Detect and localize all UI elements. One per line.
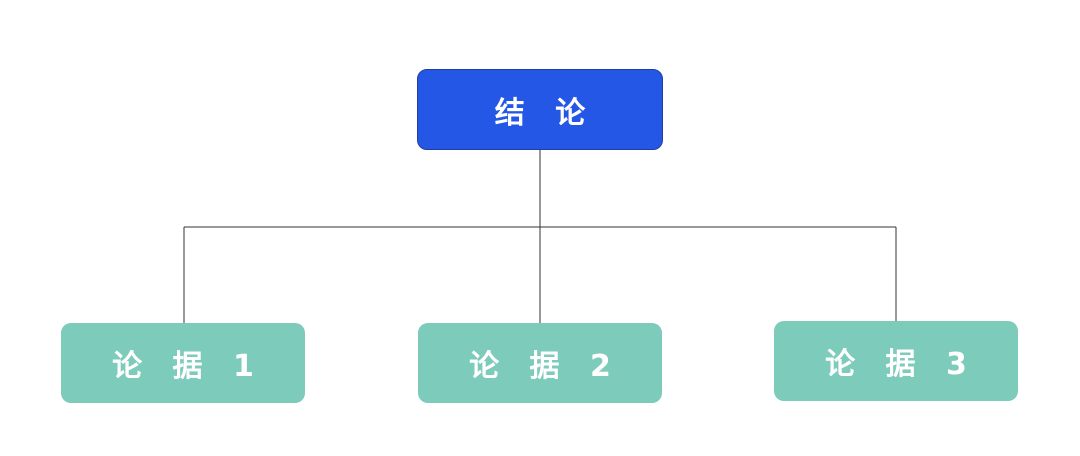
argument-label-1: 论 据 1 [112,349,264,384]
argument-node-1[interactable]: 论 据 1 [61,323,305,403]
argument-node-2[interactable]: 论 据 2 [418,323,662,403]
conclusion-label: 结 论 [494,95,596,131]
argument-label-3: 论 据 3 [825,347,977,382]
conclusion-node[interactable]: 结 论 [417,69,663,150]
argument-label-2: 论 据 2 [469,349,621,384]
argument-node-3[interactable]: 论 据 3 [774,321,1018,401]
